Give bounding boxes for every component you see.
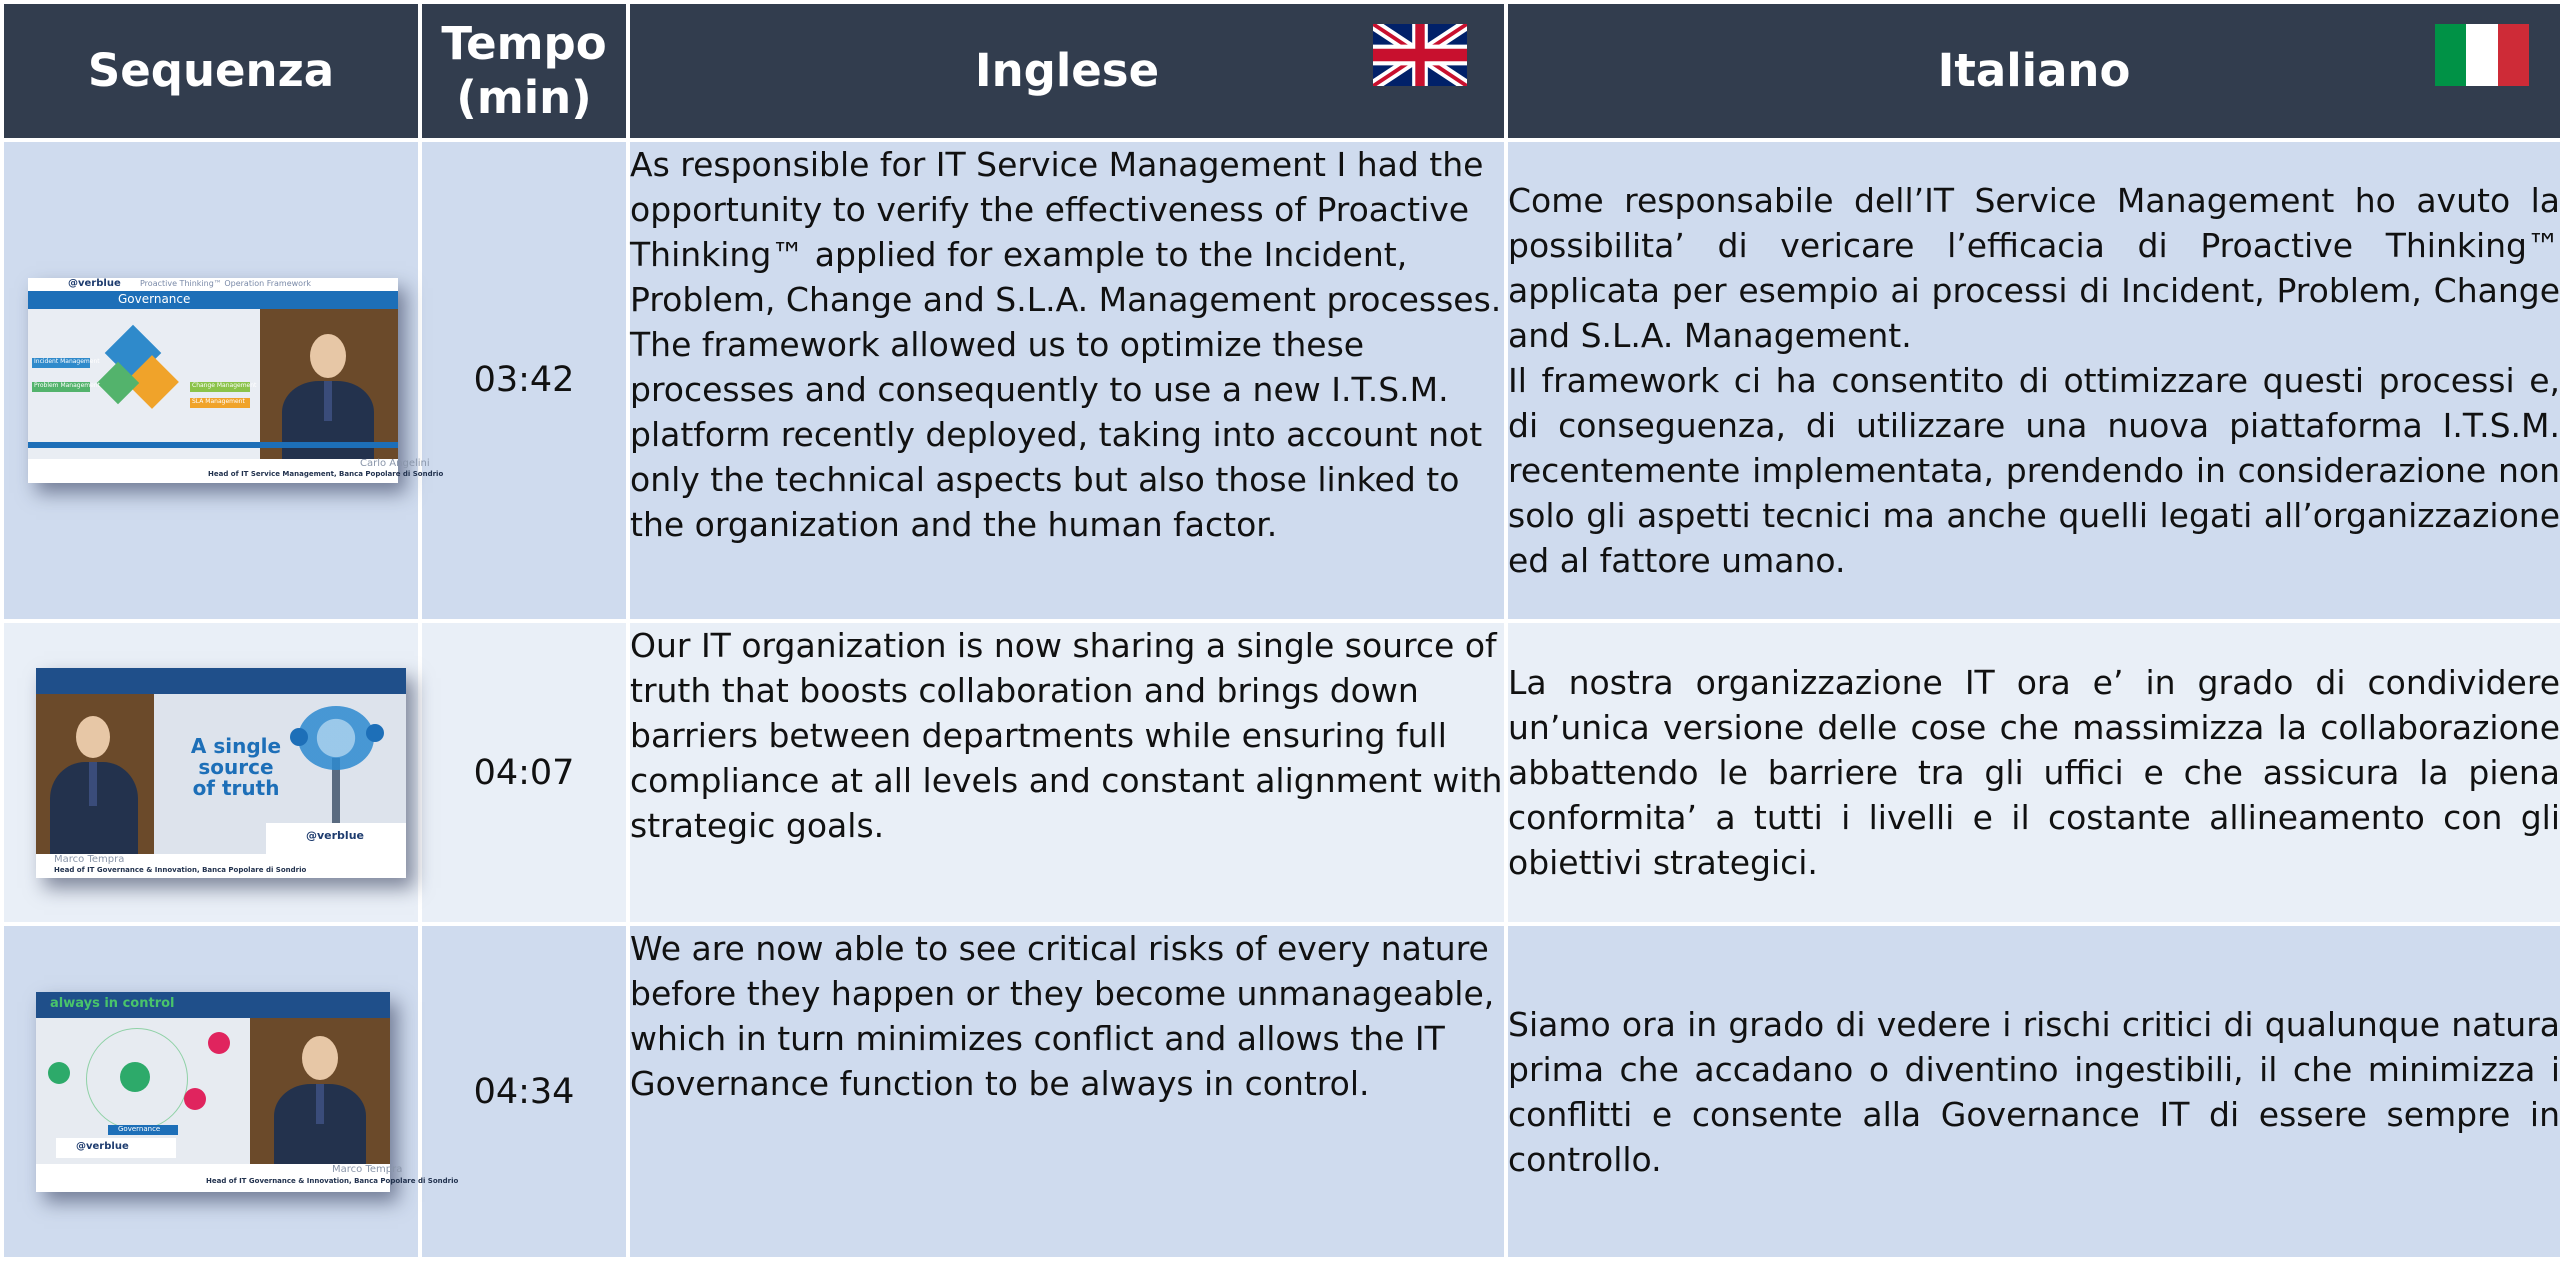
video-thumbnail[interactable]: always in control Governance @verblue	[36, 991, 458, 1192]
header-sequence: Sequenza	[0, 0, 422, 142]
italy-flag-icon	[2435, 24, 2529, 86]
time-cell: 03:42	[418, 138, 630, 623]
uk-flag-icon	[1373, 24, 1467, 86]
sequence-cell: @verblue Proactive Thinking™ Operation F…	[0, 138, 443, 623]
thumb-label-1: Incident Management	[34, 357, 100, 365]
thumb-role: Head of IT Service Management, Banca Pop…	[208, 469, 444, 478]
english-paragraph: The framework allowed us to optimize the…	[630, 325, 1483, 544]
speaker-portrait	[36, 694, 154, 854]
header-time-line2: (min)	[456, 71, 592, 124]
thumb-center-label: Governance	[118, 1124, 161, 1133]
thumb-speaker: Carlo Angelini	[360, 457, 430, 469]
table-row: A single source of truth @verblue Marco …	[0, 618, 2560, 927]
header-italian: Italiano	[1504, 0, 2560, 142]
thumb-label-2: Problem Management	[34, 381, 100, 389]
time-cell: 04:07	[418, 618, 630, 927]
thumb-brand: @verblue	[68, 277, 121, 289]
italian-paragraph: La nostra organizzazione IT ora e’ in gr…	[1508, 663, 2560, 883]
sequence-cell: A single source of truth @verblue Marco …	[0, 618, 422, 927]
thumb-speaker: Marco Tempra	[332, 1163, 403, 1175]
italian-paragraph: Il framework ci ha consentito di ottimiz…	[1508, 360, 2560, 580]
italian-cell: Siamo ora in grado di vedere i rischi cr…	[1504, 922, 2560, 1261]
thumb-role: Head of IT Governance & Innovation, Banc…	[206, 1176, 459, 1185]
italy-flag-red-stripe	[2497, 24, 2529, 86]
thumb-bar-text: Proactive Thinking™ Operation Framework	[140, 278, 311, 288]
sequence-cell: always in control Governance @verblue	[0, 922, 458, 1261]
video-thumbnail[interactable]: @verblue Proactive Thinking™ Operation F…	[28, 277, 443, 483]
time-cell: 04:34	[418, 922, 630, 1261]
header-time-line1: Tempo	[441, 17, 607, 70]
italian-cell: Come responsabile dell’IT Service Manage…	[1504, 138, 2560, 623]
italy-flag-green-stripe	[2435, 24, 2467, 86]
thumb-headline: always in control	[50, 995, 175, 1011]
english-paragraph: We are now able to see critical risks of…	[630, 929, 1495, 1104]
table-row: @verblue Proactive Thinking™ Operation F…	[0, 138, 2560, 623]
thumb-headline: A single source of truth	[190, 733, 282, 800]
thumb-brand: @verblue	[76, 1140, 129, 1152]
header-english: Inglese	[626, 0, 1508, 142]
thumb-brand: @verblue	[306, 828, 364, 842]
header-time: Tempo (min)	[418, 0, 630, 142]
thumb-title: Governance	[118, 291, 191, 306]
italy-flag-white-stripe	[2466, 24, 2498, 86]
speaker-portrait	[250, 1018, 390, 1164]
italian-paragraph: Siamo ora in grado di vedere i rischi cr…	[1508, 1004, 2560, 1179]
italian-cell: La nostra organizzazione IT ora e’ in gr…	[1504, 618, 2560, 927]
thumb-label-3: Change Management	[192, 381, 257, 389]
english-cell: Our IT organization is now sharing a sin…	[626, 618, 1508, 927]
table-row: always in control Governance @verblue	[0, 922, 2560, 1261]
video-thumbnail[interactable]: A single source of truth @verblue Marco …	[36, 667, 406, 878]
header-row: Sequenza Tempo (min) Inglese Italiano	[0, 0, 2560, 142]
english-cell: As responsible for IT Service Management…	[626, 138, 1508, 623]
thumb-role: Head of IT Governance & Innovation, Banc…	[54, 865, 307, 874]
thumb-speaker: Marco Tempra	[54, 853, 125, 865]
english-paragraph: As responsible for IT Service Management…	[630, 145, 1502, 319]
english-cell: We are now able to see critical risks of…	[626, 922, 1508, 1261]
speaker-portrait	[260, 309, 398, 459]
english-paragraph: Our IT organization is now sharing a sin…	[630, 625, 1503, 845]
thumb-label-4: SLA Management	[192, 397, 245, 405]
italian-paragraph: Come responsabile dell’IT Service Manage…	[1508, 180, 2560, 355]
